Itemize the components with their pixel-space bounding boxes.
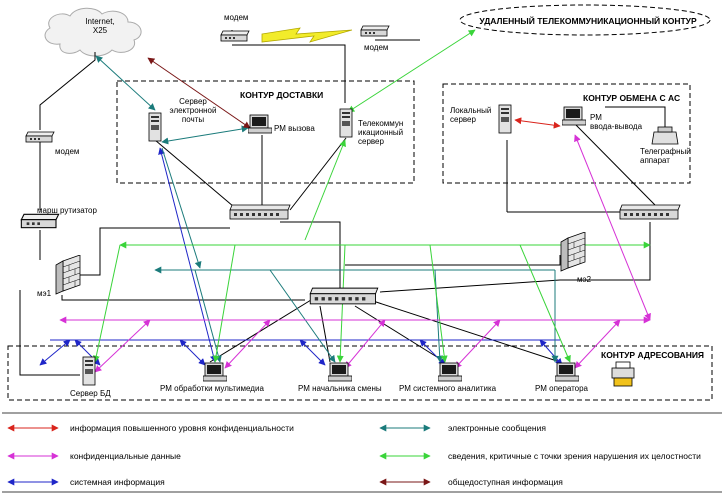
delivery-zone-box xyxy=(116,80,415,184)
wired-links xyxy=(19,30,666,376)
remote-zone-ellipse xyxy=(459,4,711,36)
label-modem-top-right: модем xyxy=(364,43,388,52)
legend-label-3: сведения, критичные с точки зрения наруш… xyxy=(448,451,701,461)
label-rm-analyst: РМ системного аналитика xyxy=(399,384,497,393)
caption-remote-zone: УДАЛЕННЫЙ ТЕЛЕКОММУНИКАЦИОННЫЙ КОНТУР xyxy=(479,15,697,26)
label-db-server: Сервер БД xyxy=(70,389,111,398)
modem-left-icon xyxy=(25,131,55,143)
label-modem-left: модем xyxy=(55,147,79,156)
label-rm-call: РМ вызова xyxy=(274,124,315,133)
telecom-server-icon xyxy=(339,108,353,138)
label-rm-multimedia: РМ обработки мультимедиа xyxy=(160,384,264,393)
label-me2: мэ2 xyxy=(577,275,592,284)
legend-label-0: информация повышенного уровня конфиденци… xyxy=(70,423,294,433)
exchange-zone-box xyxy=(442,83,691,184)
rm-operator-icon xyxy=(555,362,579,382)
telegraph-icon xyxy=(651,126,679,145)
mail-server-icon xyxy=(148,112,162,142)
rm-analyst-icon xyxy=(438,362,462,382)
modem-top-right-icon xyxy=(360,25,390,37)
rm-call-icon xyxy=(248,114,272,134)
label-router: марш рутизатор xyxy=(37,206,97,215)
exchange-switch-icon xyxy=(619,204,681,220)
label-rm-operator: РМ оператора xyxy=(535,384,589,393)
delivery-switch-icon xyxy=(229,204,291,220)
modem-top-left-icon xyxy=(220,30,250,42)
central-switch-icon xyxy=(309,287,379,305)
info-flows xyxy=(39,29,651,373)
caption-delivery-zone: КОНТУР ДОСТАВКИ xyxy=(240,90,323,100)
legend-label-5: общедоступная информация xyxy=(448,477,563,487)
internet-cloud xyxy=(44,7,142,57)
printer-icon xyxy=(611,361,635,387)
router-icon xyxy=(20,213,60,229)
label-me1: мэ1 xyxy=(37,289,52,298)
label-rm-shift: РМ начальника смены xyxy=(298,384,382,393)
legend-label-1: электронные сообщения xyxy=(448,423,546,433)
rm-shift-icon xyxy=(328,362,352,382)
db-server-icon xyxy=(82,356,96,386)
legend-label-2: конфиденциальные данные xyxy=(70,451,181,461)
legend: информация повышенного уровня конфиденци… xyxy=(7,423,701,487)
rm-io-icon xyxy=(562,106,586,126)
legend-label-4: системная информация xyxy=(70,477,165,487)
local-server-icon xyxy=(498,104,512,134)
firewall-me1-icon xyxy=(55,255,81,295)
caption-addressing-zone: КОНТУР АДРЕСОВАНИЯ xyxy=(601,350,704,360)
firewall-me2-icon xyxy=(560,232,586,272)
label-modem-top-left: модем xyxy=(224,13,248,22)
caption-exchange-zone: КОНТУР ОБМЕНА С АС xyxy=(583,93,680,103)
label-internet: Internet,X25 xyxy=(85,17,114,35)
wireless-link-icon xyxy=(261,27,353,43)
rm-multimedia-icon xyxy=(203,362,227,382)
